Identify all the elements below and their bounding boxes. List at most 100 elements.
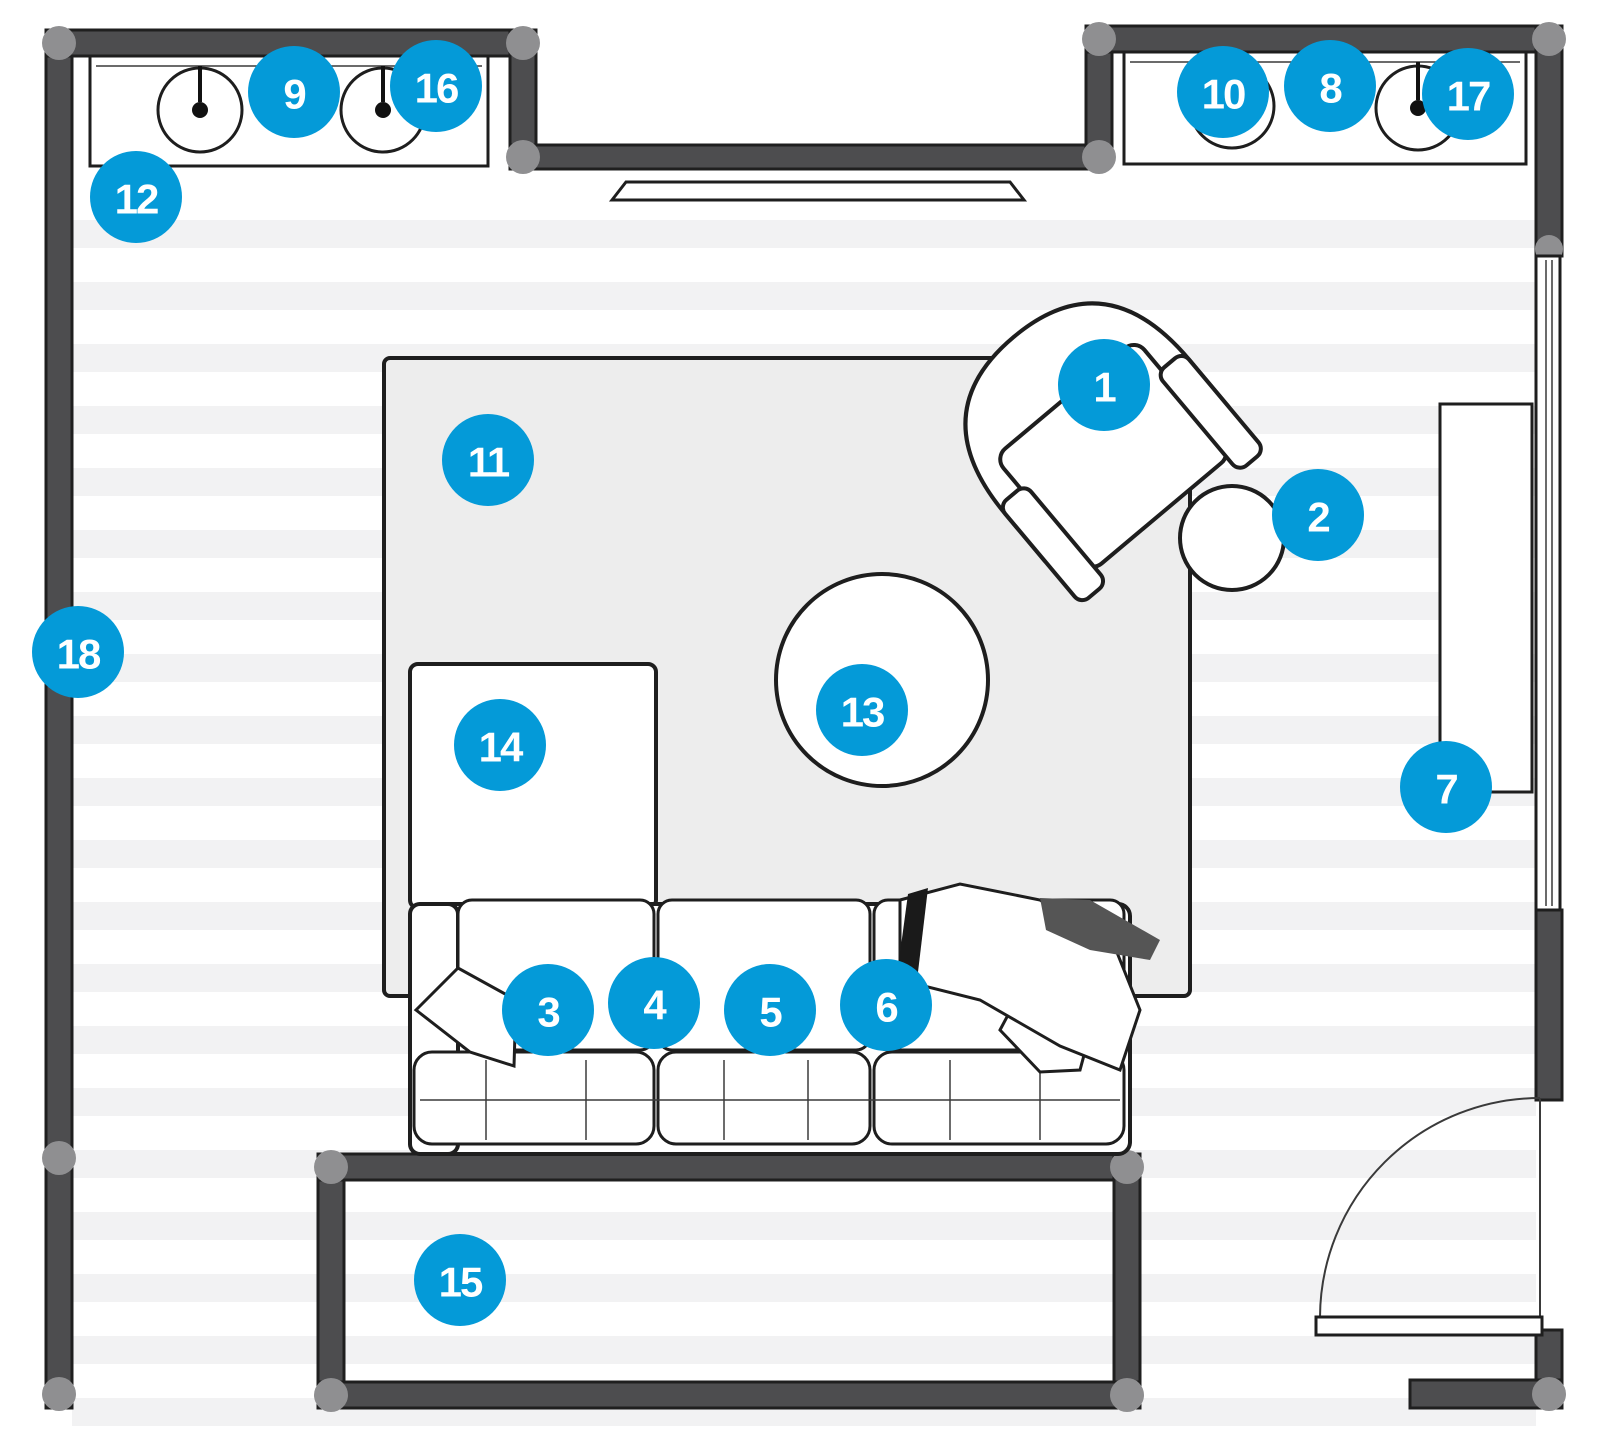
lamp-base (192, 102, 208, 118)
marker-circle (608, 957, 700, 1049)
marker-label: 9 (283, 71, 305, 118)
marker-9[interactable]: 9 (248, 46, 340, 138)
door-swing-arc (1319, 1097, 1541, 1318)
blanket-fringe (1040, 898, 1160, 960)
marker-circle (248, 46, 340, 138)
marker-label: 8 (1319, 65, 1342, 112)
marker-circle (1422, 48, 1514, 140)
sofa-seat-cushion (872, 1050, 1126, 1146)
wall-joint (42, 26, 76, 60)
floor-stripe (72, 1212, 1536, 1240)
marker-label: 1 (1093, 364, 1116, 411)
marker-label: 14 (479, 724, 524, 771)
floor-stripe (72, 1274, 1536, 1302)
marker-11[interactable]: 11 (442, 414, 534, 506)
curtains (1438, 402, 1534, 794)
lamp-base (1410, 100, 1426, 116)
marker-label: 6 (875, 984, 897, 1031)
side-table (1178, 484, 1286, 592)
marker-2[interactable]: 2 (1272, 469, 1364, 561)
sofa-seat-cushion (656, 1050, 872, 1146)
marker-label: 2 (1307, 494, 1329, 541)
marker-label: 3 (537, 989, 559, 1036)
marker-5[interactable]: 5 (724, 964, 816, 1056)
marker-circle (1400, 741, 1492, 833)
wall-joint (42, 1141, 76, 1175)
marker-1[interactable]: 1 (1058, 339, 1150, 431)
console-top-wall (316, 1152, 1142, 1182)
marker-15[interactable]: 15 (414, 1234, 506, 1326)
marker-label: 16 (415, 65, 458, 112)
marker-18[interactable]: 18 (32, 606, 124, 698)
right-wall-upper (1534, 24, 1564, 258)
marker-8[interactable]: 8 (1284, 40, 1376, 132)
wall-joint (1082, 22, 1116, 56)
wall-joint (506, 26, 540, 60)
floor-stripe (72, 282, 1536, 310)
ottoman (408, 662, 658, 910)
marker-circle (816, 664, 908, 756)
marker-6[interactable]: 6 (840, 959, 932, 1051)
marker-circle (442, 414, 534, 506)
marker-label: 12 (115, 176, 158, 223)
floor-stripe (72, 1336, 1536, 1364)
console-bottom-wall (316, 1380, 1142, 1410)
marker-circle (1177, 46, 1269, 138)
marker-circle (502, 964, 594, 1056)
marker-circle (390, 40, 482, 132)
left-wall (44, 38, 74, 1410)
armchair (963, 301, 1263, 603)
marker-circle (840, 959, 932, 1051)
marker-10[interactable]: 10 (1177, 46, 1269, 138)
marker-label: 5 (759, 989, 782, 1036)
marker-label: 11 (468, 439, 510, 486)
window-frame (1534, 254, 1562, 912)
marker-circle (724, 964, 816, 1056)
marker-7[interactable]: 7 (1400, 741, 1492, 833)
wall-joint (506, 140, 540, 174)
wall-joint (1110, 1150, 1144, 1184)
marker-circle (1272, 469, 1364, 561)
sofa-seat-cushion (412, 1050, 656, 1146)
wall-joint (314, 1150, 348, 1184)
lamp (156, 66, 244, 154)
marker-label: 10 (1202, 71, 1245, 118)
wall-joint (314, 1378, 348, 1412)
tv (608, 180, 1028, 202)
marker-4[interactable]: 4 (608, 957, 700, 1049)
wall-joint (1082, 140, 1116, 174)
marker-12[interactable]: 12 (90, 151, 182, 243)
blanket-stripe (898, 888, 928, 972)
marker-label: 18 (57, 631, 101, 678)
lamp-base (375, 102, 391, 118)
marker-14[interactable]: 14 (454, 699, 546, 791)
tv-body (608, 180, 1028, 202)
marker-3[interactable]: 3 (502, 964, 594, 1056)
marker-17[interactable]: 17 (1422, 48, 1514, 140)
right-wall-middle (1534, 908, 1564, 1102)
floor-stripe (72, 220, 1536, 248)
marker-13[interactable]: 13 (816, 664, 908, 756)
console-right-wall (1112, 1152, 1142, 1410)
armchair-arm (1158, 353, 1263, 470)
marker-label: 15 (439, 1259, 483, 1306)
marker-16[interactable]: 16 (390, 40, 482, 132)
console-left-wall (316, 1152, 346, 1410)
armchair-arm (1000, 486, 1106, 603)
alcove-back-wall (508, 143, 1102, 171)
marker-circle (1284, 40, 1376, 132)
marker-circle (414, 1234, 506, 1326)
marker-label: 7 (1435, 766, 1457, 813)
marker-label: 17 (1447, 73, 1490, 120)
marker-label: 4 (643, 982, 667, 1029)
marker-label: 13 (841, 689, 884, 736)
wall-joint (42, 1377, 76, 1411)
wall-joints (42, 22, 1566, 1412)
marker-circle (454, 699, 546, 791)
door-leaf (1314, 1315, 1544, 1337)
door (1314, 1097, 1544, 1337)
wall-joint (1110, 1378, 1144, 1412)
marker-circle (90, 151, 182, 243)
